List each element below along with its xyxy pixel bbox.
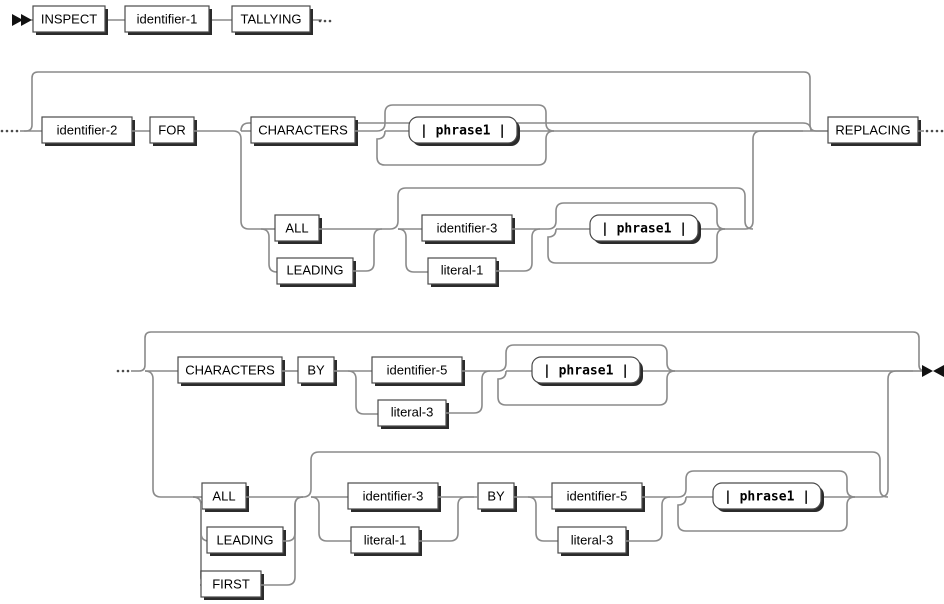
node-replacing-label: REPLACING — [835, 122, 910, 137]
node-identifier-3-replacing-label: identifier-3 — [363, 488, 424, 503]
node-identifier-1-label: identifier-1 — [137, 11, 198, 26]
node-literal-1-replacing[interactable]: literal-1 — [350, 526, 422, 556]
continuation-dots-row2-left — [0, 129, 19, 133]
node-literal-3-replacing-label: literal-3 — [571, 532, 614, 547]
node-identifier-3-replacing[interactable]: identifier-3 — [347, 482, 441, 512]
node-all-replacing-label: ALL — [212, 488, 235, 503]
node-leading-replacing[interactable]: LEADING — [206, 526, 286, 556]
node-phrase1-replacing-allleadingfirst[interactable]: | phrase1 | — [712, 482, 824, 512]
node-first-replacing-label: FIRST — [212, 576, 250, 591]
start-marker-icon — [12, 14, 32, 26]
node-by-allleadingfirst-label: BY — [487, 488, 505, 503]
node-leading-replacing-label: LEADING — [216, 532, 273, 547]
node-first-replacing[interactable]: FIRST — [200, 570, 264, 600]
node-literal-3-characters-label: literal-3 — [391, 404, 434, 419]
node-all-replacing[interactable]: ALL — [201, 482, 249, 512]
node-identifier-5-characters-label: identifier-5 — [387, 362, 448, 377]
node-tallying-label: TALLYING — [241, 11, 302, 26]
node-literal-3-characters[interactable]: literal-3 — [377, 399, 449, 429]
continuation-dots-row1 — [318, 19, 332, 23]
node-identifier-3-tallying-label: identifier-3 — [437, 220, 498, 235]
row-3-group: CHARACTERS BY identifier-5 literal-3 — [116, 331, 944, 600]
node-phrase1-replacing-characters-label: | phrase1 | — [543, 364, 629, 379]
node-literal-3-replacing[interactable]: literal-3 — [557, 526, 629, 556]
node-literal-1-tallying[interactable]: literal-1 — [427, 257, 499, 287]
node-literal-1-tallying-label: literal-1 — [441, 262, 484, 277]
node-identifier-2[interactable]: identifier-2 — [41, 116, 135, 146]
node-phrase1-replacing-characters[interactable]: | phrase1 | — [531, 356, 643, 386]
node-for-label: FOR — [158, 122, 185, 137]
node-inspect[interactable]: INSPECT — [32, 5, 108, 35]
node-identifier-2-label: identifier-2 — [57, 122, 118, 137]
node-by-characters[interactable]: BY — [297, 356, 337, 386]
row-2-group: identifier-2 FOR CHARACTERS — [0, 71, 944, 287]
loop-phrase1-d — [677, 470, 856, 532]
node-leading-tallying[interactable]: LEADING — [276, 257, 356, 287]
node-identifier-3-tallying[interactable]: identifier-3 — [421, 214, 515, 244]
node-phrase1-tallying-characters-label: | phrase1 | — [420, 124, 506, 139]
node-phrase1-tallying-allleading-label: | phrase1 | — [601, 222, 687, 237]
node-all-tallying[interactable]: ALL — [274, 214, 322, 244]
node-characters-tallying[interactable]: CHARACTERS — [250, 116, 358, 146]
continuation-dots-row3-left — [116, 369, 130, 373]
loop-phrase1-a — [376, 104, 555, 166]
node-all-tallying-label: ALL — [285, 220, 308, 235]
node-leading-tallying-label: LEADING — [286, 262, 343, 277]
row-1-group: INSPECT identifier-1 TALLYING — [12, 5, 332, 35]
node-tallying[interactable]: TALLYING — [231, 5, 313, 35]
node-literal-1-replacing-label: literal-1 — [364, 532, 407, 547]
end-marker-icon — [922, 365, 944, 377]
node-phrase1-replacing-allleadingfirst-label: | phrase1 | — [724, 490, 810, 505]
node-characters-replacing-label: CHARACTERS — [185, 362, 275, 377]
loop-phrase1-b — [547, 202, 726, 264]
node-identifier-5-characters[interactable]: identifier-5 — [371, 356, 465, 386]
node-for[interactable]: FOR — [149, 116, 197, 146]
node-characters-tallying-label: CHARACTERS — [258, 122, 348, 137]
node-by-allleadingfirst[interactable]: BY — [477, 482, 517, 512]
node-phrase1-tallying-characters[interactable]: | phrase1 | — [408, 116, 520, 146]
node-replacing[interactable]: REPLACING — [827, 116, 921, 146]
node-characters-replacing[interactable]: CHARACTERS — [177, 356, 285, 386]
node-by-characters-label: BY — [307, 362, 325, 377]
node-inspect-label: INSPECT — [41, 11, 97, 26]
node-identifier-1[interactable]: identifier-1 — [124, 5, 212, 35]
node-identifier-5-replacing[interactable]: identifier-5 — [551, 482, 645, 512]
node-identifier-5-replacing-label: identifier-5 — [567, 488, 628, 503]
continuation-dots-row2-right — [925, 129, 944, 133]
node-phrase1-tallying-allleading[interactable]: | phrase1 | — [589, 214, 701, 244]
loop-phrase1-c — [497, 344, 676, 406]
